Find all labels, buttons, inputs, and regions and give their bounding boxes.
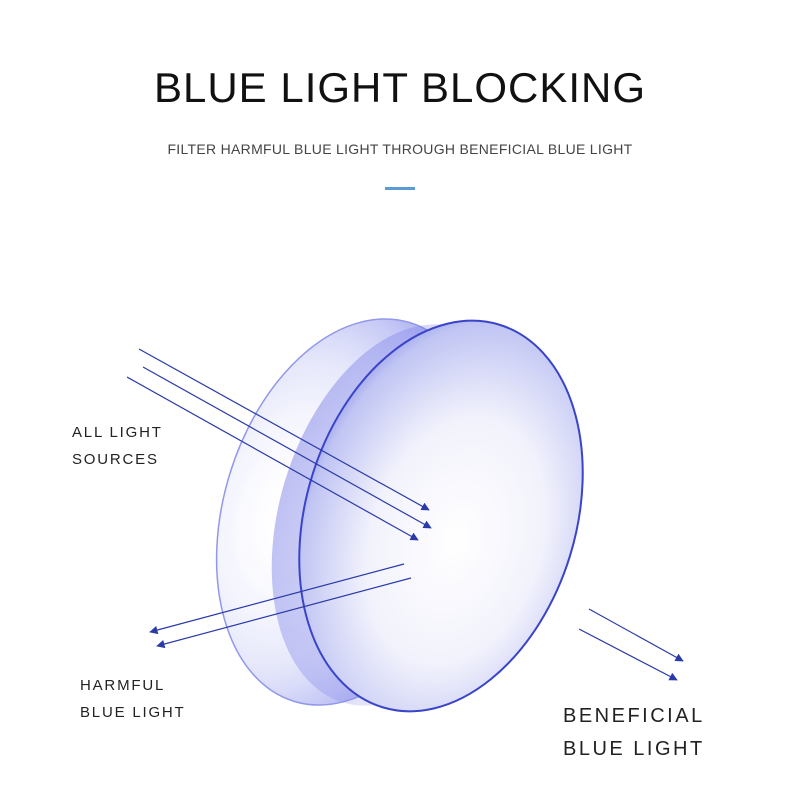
harmful-blue-light-label: HARMFUL BLUE LIGHT — [80, 672, 186, 726]
beneficial-light-arrows — [579, 609, 683, 680]
all-light-sources-label: ALL LIGHT SOURCES — [72, 419, 163, 473]
harmful-line2: BLUE LIGHT — [80, 699, 186, 726]
beneficial-line1: BENEFICIAL — [563, 700, 705, 733]
beneficial-arrow-2 — [579, 629, 677, 680]
beneficial-arrow-1 — [589, 609, 683, 661]
beneficial-line2: BLUE LIGHT — [563, 733, 705, 766]
beneficial-blue-light-label: BENEFICIAL BLUE LIGHT — [563, 700, 705, 766]
harmful-line1: HARMFUL — [80, 672, 186, 699]
all-light-line1: ALL LIGHT — [72, 419, 163, 446]
all-light-line2: SOURCES — [72, 446, 163, 473]
